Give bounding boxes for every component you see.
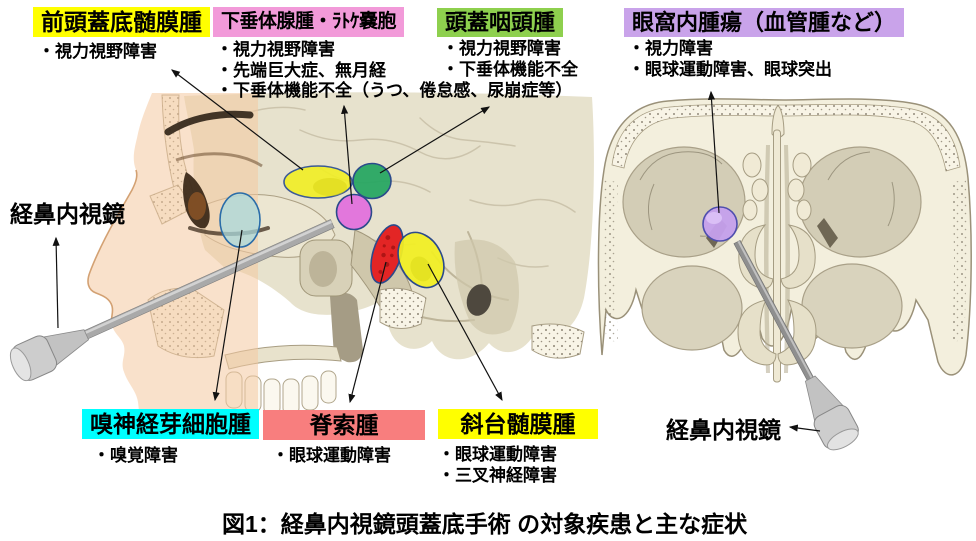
endoscope-right [733,239,859,451]
symptom-item: ・視力視野障害 [38,42,157,61]
right-nasal-airway [784,145,790,373]
arrow-pituitary [341,104,353,205]
label-pituitary-adenoma: 下垂体腺腫・ﾗﾄｹ嚢胞 [213,7,405,37]
label-anterior-skull-base-meningioma: 前頭蓋底髄膜腫 [33,7,210,38]
left-rim-speckle [603,180,618,342]
left-maxillary-sinus [641,265,743,351]
label-chordoma: 脊索腫 [263,410,425,441]
label-olfactory-neuroblastoma: 嗅神経芽細胞腫 [82,409,259,440]
symptoms-craniopharyngioma: ・視力視野障害 ・下垂体機能不全 [442,39,578,80]
endoscope-right-highlight [737,240,815,383]
symptom-item: ・視力視野障害 [216,40,335,59]
turbinates [737,224,817,366]
arrow-endoscope-right [788,424,821,432]
left-nasal-airway [764,145,770,373]
symptoms-olfactory-neuroblastoma: ・嗅覚障害 [93,446,178,467]
marker-clival-meningioma [397,231,445,289]
iris [188,192,206,220]
endoscope-label-right: 経鼻内視鏡 [666,417,781,443]
nose-outline [87,169,138,326]
marker-olfactory-neuroblastoma [219,192,261,248]
symptom-item: ・下垂体機能不全 [442,59,578,79]
arrow-clival [427,263,503,402]
symptom-item: ・眼球運動障害、眼球突出 [628,59,832,79]
label-craniopharyngioma: 頭蓋咽頭腫 [437,8,564,38]
ear-canal [466,284,492,316]
symptoms-clival-meningioma: ・眼球運動障害 ・三叉神経障害 [438,445,557,486]
figure-caption: 図1：経鼻内視鏡頭蓋底手術 の対象疾患と主な症状 [222,511,748,537]
coronal-skull-illustration [597,98,972,451]
symptoms-chordoma: ・眼球運動障害 [272,446,391,467]
eyebrow [164,110,254,136]
left-orbit [622,146,746,258]
symptoms-anterior-skull-base-meningioma: ・視力視野障害 [38,42,157,63]
jaw-ramus [330,292,363,363]
arrow-endoscope-left [52,236,60,329]
arrow-olfactory [212,229,243,402]
label-clival-meningioma: 斜台髄膜腫 [438,409,598,440]
symptom-item: ・下垂体機能不全（うつ、倦怠感、尿崩症等） [216,81,573,100]
face-skin-overlay [88,93,258,420]
sphenoid-recess [309,251,337,287]
tumor-markers-sagittal [219,162,445,289]
symptom-item: ・嗅覚障害 [93,446,178,465]
endoscope-right-eyepiece-face [826,428,859,451]
chordoma-speckles [378,235,396,274]
upper-eyelid-line [175,152,263,168]
arrow-orbital-tumor [707,90,720,214]
marker-orbital-tumor [702,206,738,242]
arrow-anterior-meningioma [171,69,304,171]
symptom-item: ・眼球運動障害 [438,445,557,464]
endoscope-left-eyepiece-face [9,347,32,382]
symptom-item: ・三叉神経障害 [438,465,557,485]
marker-shading [313,178,347,196]
marker-craniopharyngioma [352,162,392,200]
endoscope-left-highlight [83,220,333,335]
endoscope-left [9,219,335,382]
marker-pituitary-adenoma [335,193,373,231]
symptom-item: ・視力視野障害 [442,39,561,58]
right-rim-speckle [952,180,967,342]
right-maxillary-sinus [801,263,903,349]
annotation-arrows [52,69,821,432]
symptom-item: ・眼球運動障害 [272,446,391,465]
symptom-item: ・先端巨大症、無月経 [216,60,386,80]
symptoms-pituitary-adenoma: ・視力視野障害 ・先端巨大症、無月経 ・下垂体機能不全（うつ、倦怠感、尿崩症等） [216,40,572,102]
ethmoid-cells [742,152,812,221]
label-orbital-tumor: 眼窩内腫瘍（血管腫など） [624,8,905,38]
nasal-septum [773,129,781,383]
right-orbit [798,146,922,258]
sagittal-head-illustration [9,92,594,420]
symptom-item: ・視力障害 [628,39,713,58]
arrow-craniopharyngioma [379,106,491,174]
symptoms-orbital-tumor: ・視力障害 ・眼球運動障害、眼球突出 [628,39,832,80]
arrow-chordoma [348,261,387,404]
right-orbital-fissure [817,218,838,248]
endoscope-label-left: 経鼻内視鏡 [10,201,125,227]
